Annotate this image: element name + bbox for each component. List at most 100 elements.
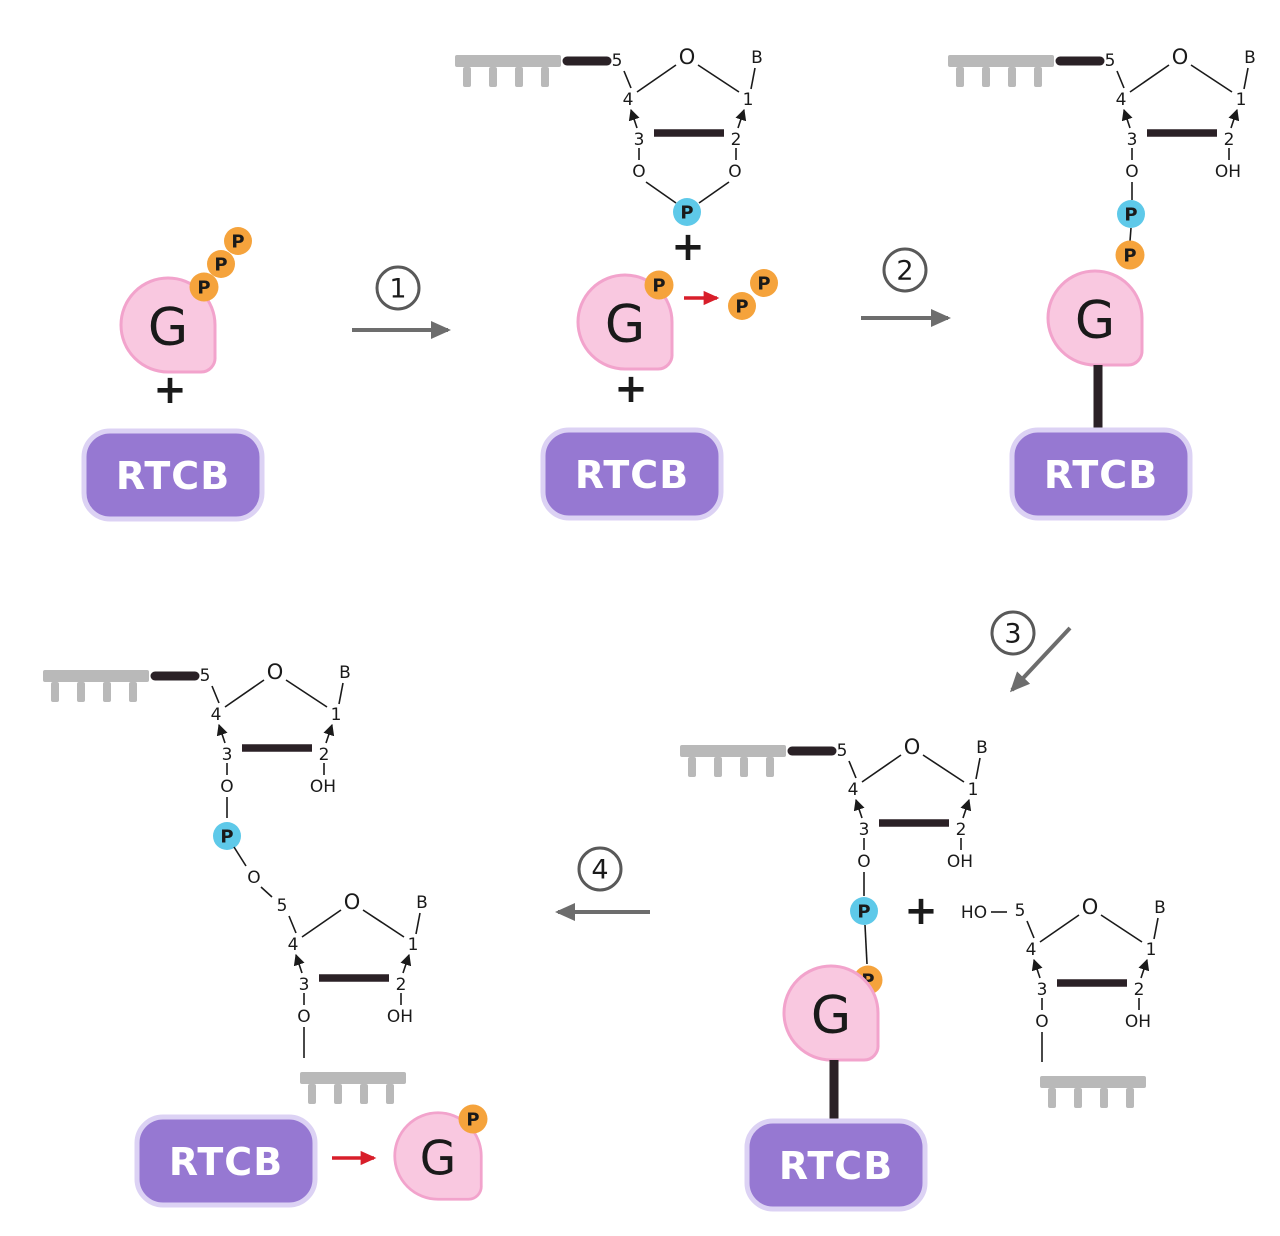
bond [698, 181, 730, 204]
alpha-phosphate-icon [644, 270, 674, 300]
oh2-label: OH [310, 777, 336, 797]
oh2-label: OH [1125, 1012, 1151, 1032]
rna-strand-icon [680, 745, 786, 777]
step-1-number: 1 [389, 274, 406, 305]
rtcb-enzyme-box [540, 427, 724, 521]
carbon-1-label: 1 [1146, 940, 1157, 960]
carbon-1-label: 1 [331, 705, 342, 725]
carbon-5-label: 5 [1015, 901, 1026, 921]
step-3-badge [990, 610, 1036, 656]
rna-strand-icon [300, 1072, 406, 1104]
rtcb-label: RTCB [116, 454, 230, 498]
carbon-1-label: 1 [968, 780, 979, 800]
base-label: B [1244, 48, 1256, 68]
oh2-label: OH [1215, 162, 1241, 182]
phosphate-label: P [735, 297, 748, 318]
base-label: B [339, 663, 351, 683]
bond [864, 924, 868, 965]
plus-sign: + [671, 224, 705, 270]
rtcb-label: RTCB [575, 453, 689, 497]
rtcb-enzyme-box [744, 1118, 928, 1212]
panel-ligation: O B 5 4 1 3 2 O OH P P G RTCB + HO O B 5… [680, 735, 1166, 1212]
guanosine-label: G [811, 986, 851, 1046]
carbon-3-label: 3 [634, 130, 645, 150]
phosphate-label: P [197, 278, 210, 299]
carbon-5-label: 5 [1105, 51, 1116, 71]
carbon-3-label: 3 [859, 820, 870, 840]
guanosine-label: G [420, 1132, 456, 1187]
o3-label: O [297, 1007, 310, 1027]
carbon-5-label: 5 [837, 741, 848, 761]
rtcb-label: RTCB [779, 1144, 893, 1188]
plus-sign: + [153, 367, 187, 413]
guanosine-label: G [605, 295, 645, 355]
rtcb-enzyme-box [81, 428, 265, 522]
carbon-2-label: 2 [1134, 980, 1145, 1000]
phosphate-label: P [1123, 246, 1136, 267]
guanosine-label: G [1075, 291, 1115, 351]
carbon-3-label: 3 [222, 745, 233, 765]
rna-strand-icon [1040, 1076, 1146, 1108]
ring-oxygen-label: O [267, 660, 284, 684]
ring-oxygen-label: O [1172, 45, 1189, 69]
phosphate-label: P [680, 203, 693, 224]
carbon-5-label: 5 [277, 896, 288, 916]
gmp-phosphate-icon [458, 1104, 488, 1134]
rtcb-label: RTCB [1044, 453, 1158, 497]
alpha-phosphate-icon [189, 272, 219, 302]
base-label: B [1154, 898, 1166, 918]
guanosine-label: G [148, 298, 188, 358]
o3-label: O [857, 852, 870, 872]
rna-strand-icon [455, 55, 561, 87]
bond [233, 846, 247, 867]
ring-oxygen-label: O [344, 890, 361, 914]
phosphate-label: P [466, 1110, 479, 1131]
phosphate-label: P [220, 827, 233, 848]
phosphate-label: P [652, 276, 665, 297]
carbon-2-label: 2 [396, 975, 407, 995]
rtcb-enzyme-box [134, 1114, 318, 1208]
carbon-2-label: 2 [956, 820, 967, 840]
phosphate-label: P [757, 274, 770, 295]
ring-oxygen-label: O [1082, 895, 1099, 919]
pyrophosphate-icon [750, 269, 778, 297]
step-4-badge [577, 846, 623, 892]
panel-activated-rna: O B 5 4 1 3 2 O OH P P G RTCB [948, 45, 1256, 521]
phosphodiester-phosphate-icon [213, 822, 241, 850]
oh2-label: OH [947, 852, 973, 872]
carbon-3-label: 3 [1037, 980, 1048, 1000]
carbon-4-label: 4 [1116, 90, 1127, 110]
carbon-1-label: 1 [1236, 90, 1247, 110]
pyrophosphate-icon [728, 292, 756, 320]
carbon-2-label: 2 [1224, 130, 1235, 150]
step-4-number: 4 [591, 855, 608, 886]
o3-label: O [1035, 1012, 1048, 1032]
panel-substrates: G P P P + RTCB [81, 227, 265, 522]
plus-sign: + [904, 888, 938, 934]
step-3: 3 [990, 610, 1072, 693]
bond [645, 181, 677, 204]
panel-guanylylation: O B 5 4 1 3 2 O O P + G P P P + RTCB [455, 45, 778, 521]
step-4: 4 [555, 846, 650, 921]
rna-phosphate-icon [850, 897, 878, 925]
carbon-5-label: 5 [200, 666, 211, 686]
carbon-3-label: 3 [1127, 130, 1138, 150]
gmp-phosphate-icon [1115, 240, 1145, 270]
carbon-4-label: 4 [623, 90, 634, 110]
step-2: 2 [861, 247, 951, 327]
phosphate-label: P [1124, 205, 1137, 226]
step-3-number: 3 [1004, 619, 1021, 650]
base-label: B [751, 48, 763, 68]
phosphate-label: P [214, 255, 227, 276]
ring-oxygen-label: O [679, 45, 696, 69]
base-label: B [976, 738, 988, 758]
carbon-5-label: 5 [612, 51, 623, 71]
bond [260, 886, 273, 898]
step-2-number: 2 [896, 256, 913, 287]
step-3-arrow [1009, 626, 1072, 693]
o3-label: O [220, 777, 233, 797]
phosphate-label: P [857, 902, 870, 923]
rna-strand-icon [948, 55, 1054, 87]
